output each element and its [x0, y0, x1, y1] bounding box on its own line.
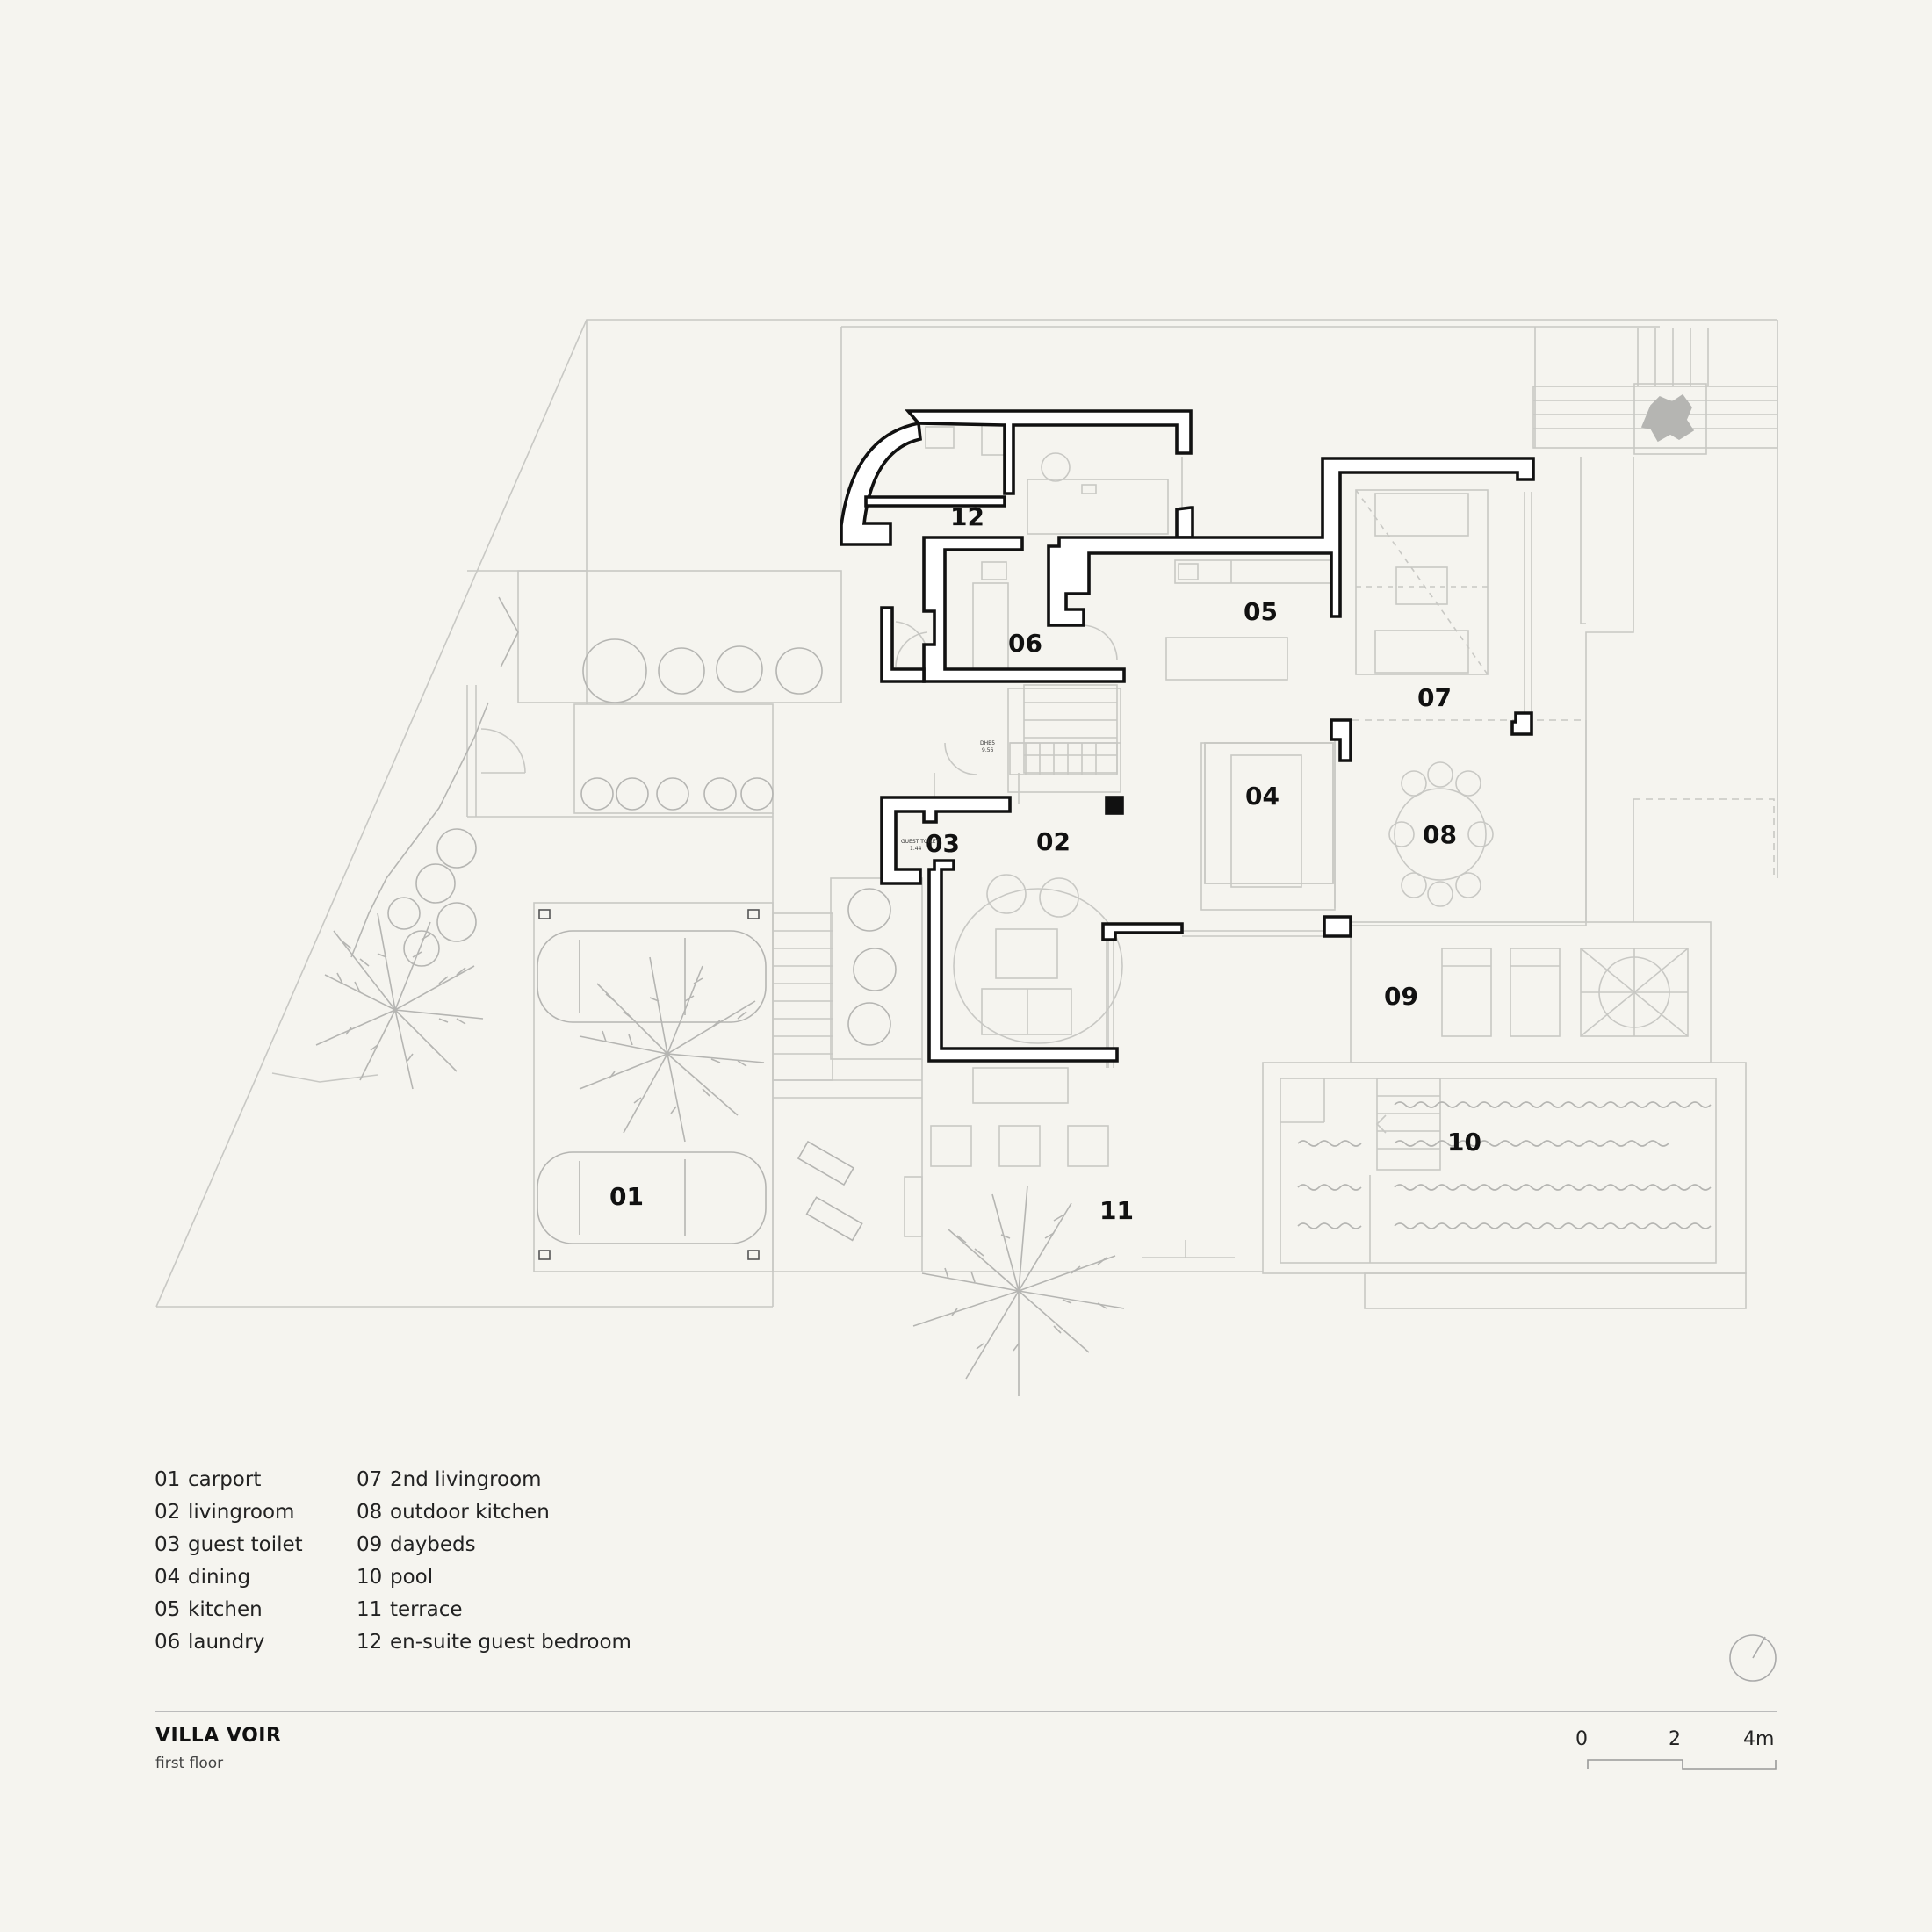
legend-number: 04: [155, 1566, 181, 1589]
legend-item: 11 terrace: [357, 1598, 631, 1631]
north-arrow-icon: [1729, 1634, 1777, 1682]
wall-north-kitchen: [1047, 457, 1535, 627]
palm-tree-terrace: [912, 1185, 1125, 1396]
legend-item: 04 dining: [155, 1566, 303, 1598]
toilet-note: GUEST TOILET: [901, 839, 940, 845]
legend-number: 02: [155, 1501, 181, 1524]
legend-room-name: outdoor kitchen: [390, 1501, 550, 1524]
legend-number: 12: [357, 1631, 383, 1654]
legend-number: 06: [155, 1631, 181, 1654]
room-label-04: 04: [1245, 782, 1280, 811]
legend-item: 01 carport: [155, 1468, 303, 1501]
legend-item: 09 daybeds: [357, 1533, 631, 1566]
legend-number: 01: [155, 1468, 181, 1491]
legend-number: 05: [155, 1598, 181, 1621]
legend-item: 02 livingroom: [155, 1501, 303, 1533]
room-label-10: 10: [1447, 1128, 1481, 1157]
toilet-note-sub: 1.44: [910, 846, 922, 852]
wall-bedroom-east: [1175, 506, 1194, 539]
wall-guest-toilet: [880, 796, 1012, 885]
legend-number: 08: [357, 1501, 383, 1524]
palm-tree-west: [315, 912, 484, 1090]
legend-item: 06 laundry: [155, 1631, 303, 1663]
legend-item: 10 pool: [357, 1566, 631, 1598]
scale-label-4m: 4m: [1743, 1728, 1775, 1750]
legend-item: 05 kitchen: [155, 1598, 303, 1631]
legend-room-name: pool: [390, 1566, 434, 1589]
wall-bedroom-inner: [864, 495, 1006, 508]
project-title: VILLA VOIR: [155, 1725, 282, 1747]
legend-room-name: kitchen: [188, 1598, 263, 1621]
stairs-note-sub: 9.56: [982, 747, 994, 753]
wall-living-south: [1101, 922, 1184, 941]
scale-label-0: 0: [1575, 1728, 1588, 1750]
wall-laundry: [922, 536, 1126, 683]
pool-waves: [1297, 1101, 1712, 1229]
legend-item: 08 outdoor kitchen: [357, 1501, 631, 1533]
walls: [840, 409, 1535, 1063]
wall-dining-south: [1323, 915, 1352, 938]
scale-label-2: 2: [1669, 1728, 1681, 1750]
legend-number: 11: [357, 1598, 383, 1621]
plan-notes: DHB5 9.56 GUEST TOILET 1.44: [901, 740, 995, 852]
legend-column-right: 07 2nd livingroom 08 outdoor kitchen 09 day…: [357, 1468, 631, 1663]
wall-bedroom-north: [840, 421, 922, 546]
legend-room-name: dining: [188, 1566, 251, 1589]
room-label-03: 03: [926, 829, 960, 858]
divider: [155, 1711, 1777, 1712]
potted-tree-icon: [1640, 393, 1695, 443]
legend-column-left: 01 carport 02 livingroom 03 guest toilet 04…: [155, 1468, 303, 1663]
legend-room-name: carport: [188, 1468, 262, 1491]
legend-room-name: 2nd livingroom: [390, 1468, 542, 1491]
shrubs-west: [350, 596, 897, 1046]
stairs-note: DHB5: [980, 740, 995, 746]
sunbeds: [797, 1140, 863, 1242]
legend-room-name: guest toilet: [188, 1533, 303, 1556]
column: [1105, 796, 1124, 815]
legend-number: 03: [155, 1533, 181, 1556]
legend-room-name: livingroom: [188, 1501, 295, 1524]
wall-laundry-west: [880, 606, 926, 683]
legend-item: 12 en-suite guest bedroom: [357, 1631, 631, 1663]
site-context-lines: [155, 319, 1778, 1309]
room-label-05: 05: [1244, 597, 1278, 626]
scale-bar: [1587, 1759, 1777, 1770]
legend-number: 07: [357, 1468, 383, 1491]
legend-room-name: daybeds: [390, 1533, 476, 1556]
room-label-12: 12: [950, 502, 984, 531]
legend-room-name: en-suite guest bedroom: [390, 1631, 631, 1654]
palm-tree-carport: [579, 956, 765, 1143]
room-label-01: 01: [609, 1182, 644, 1211]
room-label-11: 11: [1099, 1196, 1134, 1225]
vegetation: [315, 393, 1712, 1396]
legend-room-name: laundry: [188, 1631, 265, 1654]
room-labels: 01 02 03 04 05 06 07 08 09 10 11 12: [609, 502, 1481, 1225]
legend-room-name: terrace: [390, 1598, 463, 1621]
wall-07-west: [1330, 718, 1352, 762]
legend-item: 07 2nd livingroom: [357, 1468, 631, 1501]
room-label-07: 07: [1417, 683, 1452, 712]
project-subtitle: first floor: [155, 1755, 224, 1772]
legend-number: 09: [357, 1533, 383, 1556]
wall-bedroom-curve: [905, 409, 1193, 495]
room-label-09: 09: [1384, 982, 1418, 1011]
room-label-08: 08: [1423, 820, 1457, 849]
car-post-markers: [538, 909, 760, 1260]
room-label-02: 02: [1036, 827, 1071, 856]
legend-item: 03 guest toilet: [155, 1533, 303, 1566]
legend-number: 10: [357, 1566, 383, 1589]
room-label-06: 06: [1008, 629, 1042, 658]
wall-living-west: [927, 859, 1119, 1063]
wall-sw: [1510, 711, 1533, 736]
car-top: [537, 930, 767, 1244]
